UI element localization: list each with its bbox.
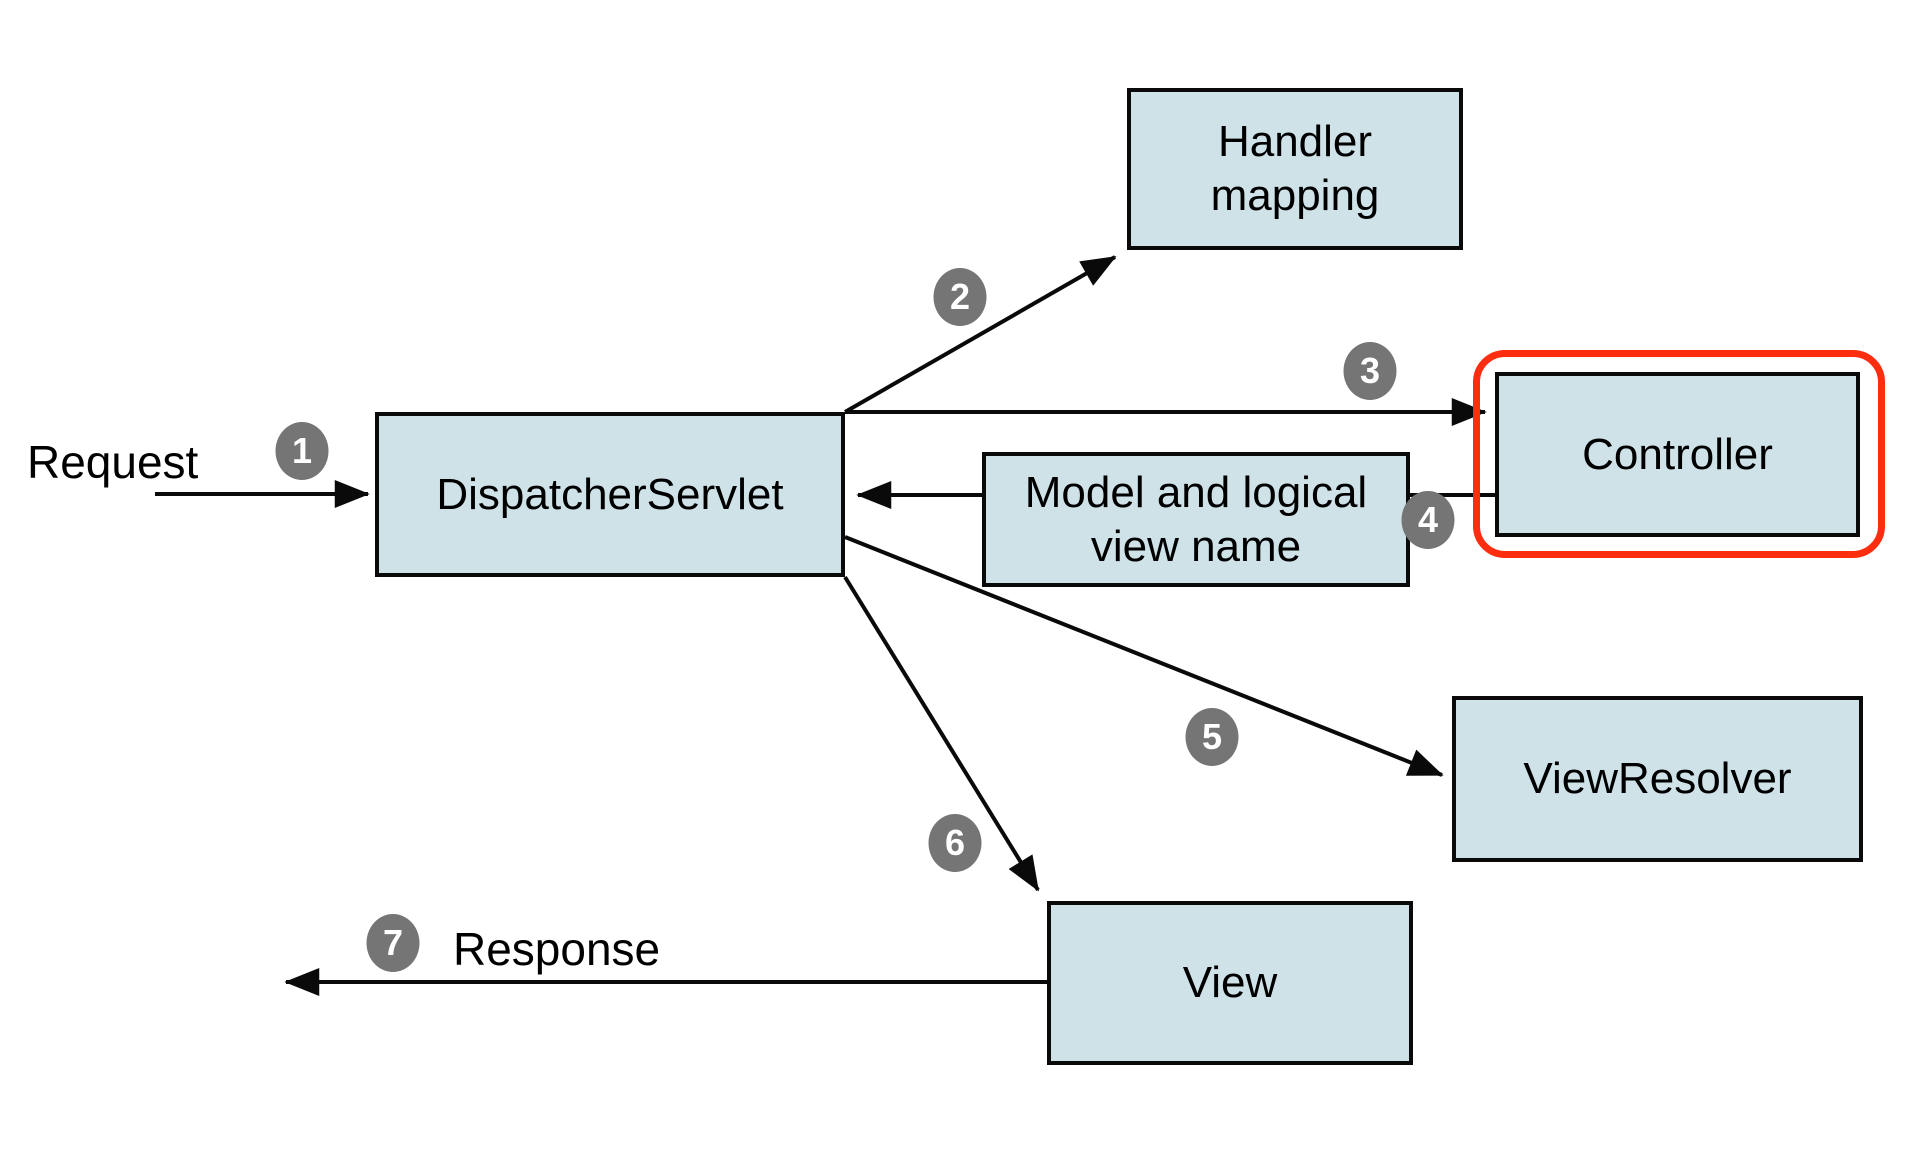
arrow-6-dispatcher-to-view <box>843 575 1040 892</box>
step-7-badge: 7 <box>366 914 420 972</box>
view-resolver-label: ViewResolver <box>1523 754 1792 803</box>
arrow-5-dispatcher-to-view-resolver <box>844 535 1444 777</box>
step-3-badge: 3 <box>1343 342 1397 400</box>
model-and-logical-view-name-node: Model and logical view name <box>982 452 1410 587</box>
request-label: Request <box>27 436 199 488</box>
dispatcher-servlet-node: DispatcherServlet <box>375 412 845 577</box>
step-4-badge: 4 <box>1401 491 1455 549</box>
view-label: View <box>1182 958 1278 1007</box>
handler-mapping-node: Handler mapping <box>1127 88 1463 250</box>
step-6-badge: 6 <box>928 814 982 872</box>
response-label: Response <box>453 923 661 975</box>
model-and-logical-view-name-label: Model and logical view name <box>1024 467 1368 571</box>
step-5-badge: 5 <box>1185 708 1239 766</box>
arrow-2-dispatcher-to-handler-mapping <box>844 255 1117 414</box>
controller-label: Controller <box>1582 429 1773 479</box>
controller-node: Controller <box>1495 372 1860 537</box>
view-node: View <box>1047 901 1413 1065</box>
step-1-badge: 1 <box>275 422 329 480</box>
handler-mapping-label: Handler mapping <box>1210 117 1380 220</box>
view-resolver-node: ViewResolver <box>1452 696 1863 862</box>
controller-highlight-ring <box>1473 350 1885 558</box>
step-2-badge: 2 <box>933 268 987 326</box>
dispatcher-servlet-label: DispatcherServlet <box>436 469 784 519</box>
